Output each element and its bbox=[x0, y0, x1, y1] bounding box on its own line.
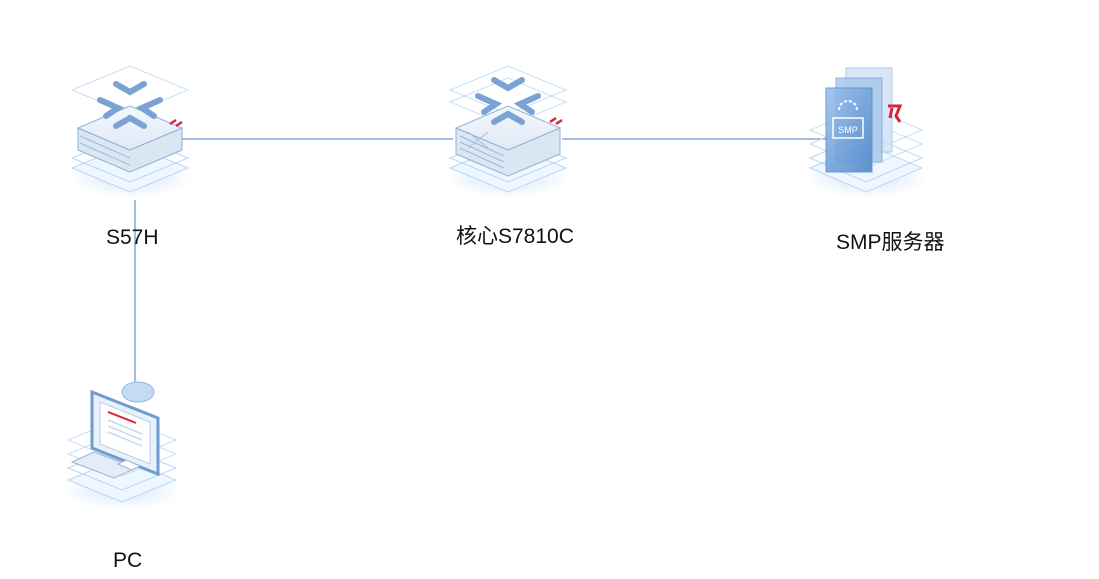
node-label-s57h: S57H bbox=[106, 226, 159, 249]
smp-server-icon[interactable]: SMP bbox=[804, 67, 928, 198]
pc-icon[interactable] bbox=[62, 381, 182, 510]
node-label-core: 核心S7810C bbox=[456, 225, 574, 248]
node-label-pc: PC bbox=[113, 549, 143, 572]
core-switch-icon[interactable] bbox=[446, 65, 570, 198]
links-layer bbox=[134, 138, 830, 392]
access-switch-icon[interactable] bbox=[68, 65, 192, 198]
node-label-smp: SMP服务器 bbox=[836, 231, 945, 254]
smp-badge-text: SMP bbox=[838, 125, 858, 135]
